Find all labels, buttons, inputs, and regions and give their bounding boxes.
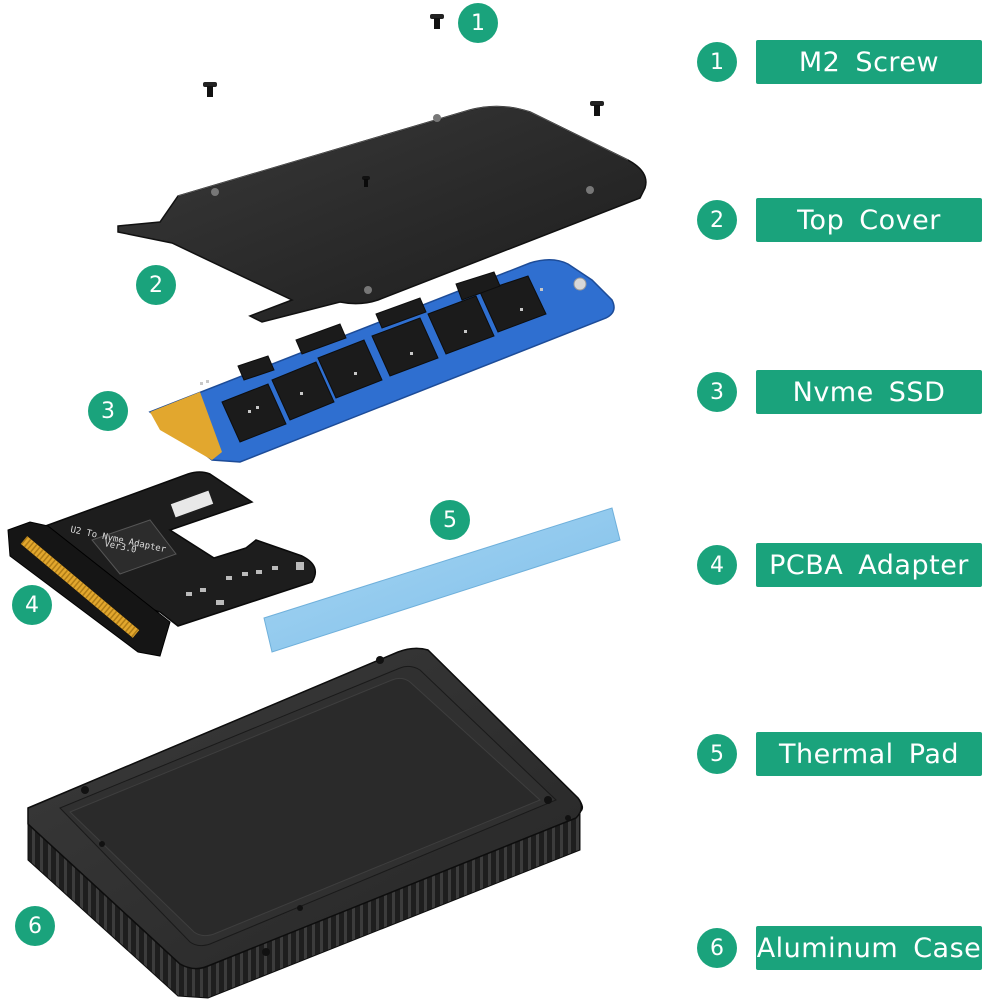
m2-screw-top bbox=[430, 14, 444, 29]
aluminum-case bbox=[27, 647, 584, 999]
legend-label-aluminum-case: Aluminum Case bbox=[756, 926, 982, 970]
callout-1: 1 bbox=[458, 3, 498, 43]
legend-number-5: 5 bbox=[697, 734, 737, 774]
legend-number-4: 4 bbox=[697, 545, 737, 585]
legend-label-thermal-pad: Thermal Pad bbox=[756, 732, 982, 776]
legend-number-3: 3 bbox=[697, 372, 737, 412]
legend-label-m2-screw: M2 Screw bbox=[756, 40, 982, 84]
legend-number-1: 1 bbox=[697, 42, 737, 82]
legend-label-top-cover: Top Cover bbox=[756, 198, 982, 242]
top-cover-plate bbox=[117, 105, 647, 323]
thermal-pad bbox=[263, 507, 621, 653]
callout-2: 2 bbox=[136, 265, 176, 305]
legend-label-pcba-adapter: PCBA Adapter bbox=[756, 543, 982, 587]
nvme-ssd bbox=[148, 259, 615, 463]
callout-3: 3 bbox=[88, 391, 128, 431]
m2-screw-right bbox=[590, 101, 604, 116]
legend-number-2: 2 bbox=[697, 200, 737, 240]
callout-4: 4 bbox=[12, 585, 52, 625]
legend-number-6: 6 bbox=[697, 928, 737, 968]
pcba-adapter: U2 To Nvme Adapter Ver3.0 bbox=[7, 471, 317, 657]
callout-6: 6 bbox=[15, 906, 55, 946]
legend-label-nvme-ssd: Nvme SSD bbox=[756, 370, 982, 414]
m2-screw-left bbox=[203, 82, 217, 97]
callout-5: 5 bbox=[430, 500, 470, 540]
